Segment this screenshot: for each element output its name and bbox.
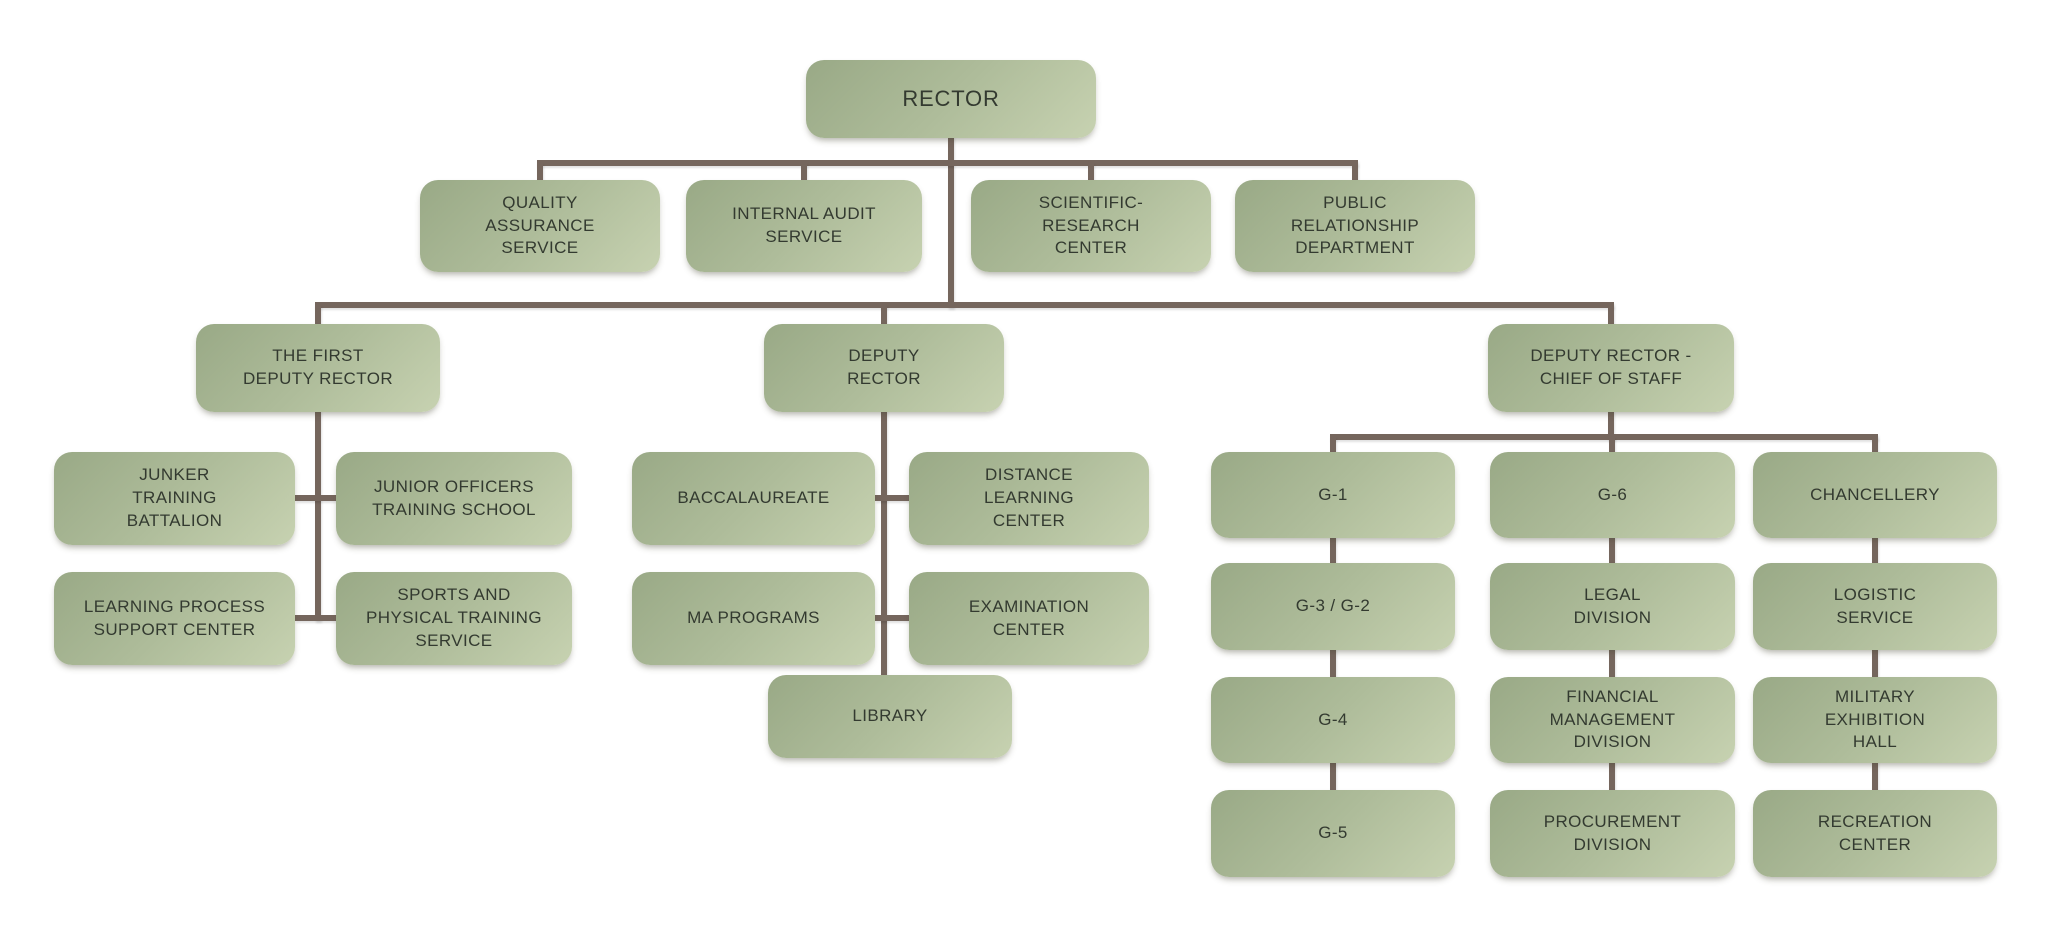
node-deputy-rector-label: DEPUTY RECTOR — [847, 346, 921, 388]
node-examination-center: EXAMINATION CENTER — [909, 572, 1149, 665]
node-internal-audit-service: INTERNAL AUDIT SERVICE — [686, 180, 922, 272]
node-deputy-rector: DEPUTY RECTOR — [764, 324, 1004, 412]
connector-drop-first-deputy — [315, 305, 321, 326]
node-public-relationship-department-label: PUBLIC RELATIONSHIP DEPARTMENT — [1290, 192, 1420, 258]
node-sports-physical-training-service-label: SPORTS AND PHYSICAL TRAINING SERVICE — [366, 585, 542, 650]
node-junior-officers-training-school-label: JUNIOR OFFICERS TRAINING SCHOOL — [372, 476, 536, 519]
node-military-exhibition-hall: MILITARY EXHIBITION HALL — [1753, 677, 1997, 763]
connector-middle-stub-1 — [875, 495, 909, 501]
node-financial-management-division: FINANCIAL MANAGEMENT DIVISION — [1490, 677, 1735, 763]
node-g6-label: G-6 — [1597, 484, 1628, 504]
node-public-relationship-department: PUBLIC RELATIONSHIP DEPARTMENT — [1235, 180, 1475, 272]
connector-drop-scientific — [1088, 163, 1094, 182]
node-ma-programs: MA PROGRAMS — [632, 572, 875, 665]
connector-drop-g6 — [1609, 437, 1615, 453]
connector-drop-internal-audit — [801, 163, 807, 182]
node-library-label: LIBRARY — [852, 706, 928, 726]
connector-g4-g5 — [1330, 761, 1336, 791]
connector-drop-chancellery — [1872, 437, 1878, 453]
connector-drop-quality — [537, 163, 543, 182]
node-logistic-service: LOGISTIC SERVICE — [1753, 563, 1997, 650]
connector-logistic-military — [1872, 648, 1878, 678]
connector-middle-stub-2 — [875, 615, 909, 621]
connector-row3-line — [315, 302, 1614, 308]
node-junior-officers-training-school: JUNIOR OFFICERS TRAINING SCHOOL — [336, 452, 572, 545]
connector-left-stub-2 — [295, 615, 336, 621]
node-learning-process-support-center-label: LEARNING PROCESS SUPPORT CENTER — [83, 596, 266, 639]
node-first-deputy-rector: THE FIRST DEPUTY RECTOR — [196, 324, 440, 412]
node-g4-label: G-4 — [1318, 709, 1348, 729]
node-g3-g2: G-3 / G-2 — [1211, 563, 1455, 650]
node-legal-division: LEGAL DIVISION — [1490, 563, 1735, 650]
node-internal-audit-service-label: INTERNAL AUDIT SERVICE — [732, 204, 876, 246]
connector-chancellery-logistic — [1872, 536, 1878, 564]
node-library: LIBRARY — [768, 675, 1012, 758]
node-quality-assurance-service-label: QUALITY ASSURANCE SERVICE — [485, 192, 595, 258]
node-learning-process-support-center: LEARNING PROCESS SUPPORT CENTER — [54, 572, 295, 665]
node-g3-g2-label: G-3 / G-2 — [1295, 596, 1371, 616]
node-deputy-rector-chief-of-staff: DEPUTY RECTOR - CHIEF OF STAFF — [1488, 324, 1734, 412]
node-distance-learning-center-label: DISTANCE LEARNING CENTER — [983, 465, 1075, 530]
node-junker-training-battalion: JUNKER TRAINING BATTALION — [54, 452, 295, 545]
connector-financial-procurement — [1609, 761, 1615, 791]
connector-drop-public — [1352, 163, 1358, 182]
node-g6: G-6 — [1490, 452, 1735, 538]
connector-right-trunk — [1608, 410, 1614, 440]
connector-military-recreation — [1872, 761, 1878, 791]
node-baccalaureate-label: BACCALAUREATE — [677, 488, 830, 508]
connector-drop-chief-of-staff — [1608, 305, 1614, 326]
connector-g3g2-g4 — [1330, 648, 1336, 678]
connector-rector-trunk — [948, 136, 954, 308]
node-procurement-division-label: PROCUREMENT DIVISION — [1543, 811, 1682, 854]
node-examination-center-label: EXAMINATION CENTER — [968, 596, 1090, 639]
node-legal-division-label: LEGAL DIVISION — [1573, 584, 1652, 627]
node-first-deputy-rector-label: THE FIRST DEPUTY RECTOR — [242, 346, 394, 388]
connector-g6-legal — [1609, 536, 1615, 564]
node-deputy-rector-chief-of-staff-label: DEPUTY RECTOR - CHIEF OF STAFF — [1530, 346, 1692, 388]
connector-legal-financial — [1609, 648, 1615, 678]
node-quality-assurance-service: QUALITY ASSURANCE SERVICE — [420, 180, 660, 272]
connector-right-line — [1330, 434, 1878, 440]
node-g1: G-1 — [1211, 452, 1455, 538]
connector-row2-line — [537, 160, 1358, 166]
connector-g1-g3g2 — [1330, 536, 1336, 564]
node-military-exhibition-hall-label: MILITARY EXHIBITION HALL — [1824, 686, 1926, 752]
node-g1-label: G-1 — [1318, 484, 1348, 504]
node-logistic-service-label: LOGISTIC SERVICE — [1833, 584, 1917, 627]
node-baccalaureate: BACCALAUREATE — [632, 452, 875, 545]
node-chancellery-label: CHANCELLERY — [1810, 484, 1940, 504]
connector-left-stub-1 — [295, 495, 336, 501]
node-sports-physical-training-service: SPORTS AND PHYSICAL TRAINING SERVICE — [336, 572, 572, 665]
node-rector: RECTOR — [806, 60, 1096, 138]
node-financial-management-division-label: FINANCIAL MANAGEMENT DIVISION — [1549, 686, 1676, 752]
connector-middle-trunk — [881, 410, 887, 677]
connector-drop-deputy — [881, 305, 887, 326]
connector-left-trunk — [315, 410, 321, 621]
node-procurement-division: PROCUREMENT DIVISION — [1490, 790, 1735, 877]
node-recreation-center-label: RECREATION CENTER — [1817, 811, 1933, 854]
node-g5-label: G-5 — [1318, 823, 1348, 843]
node-rector-label: RECTOR — [902, 86, 1000, 112]
node-g5: G-5 — [1211, 790, 1455, 877]
node-junker-training-battalion-label: JUNKER TRAINING BATTALION — [126, 465, 223, 530]
node-recreation-center: RECREATION CENTER — [1753, 790, 1997, 877]
node-scientific-research-center-label: SCIENTIFIC- RESEARCH CENTER — [1038, 192, 1144, 258]
connector-drop-g1 — [1330, 437, 1336, 453]
node-scientific-research-center: SCIENTIFIC- RESEARCH CENTER — [971, 180, 1211, 272]
node-chancellery: CHANCELLERY — [1753, 452, 1997, 538]
node-g4: G-4 — [1211, 677, 1455, 763]
node-distance-learning-center: DISTANCE LEARNING CENTER — [909, 452, 1149, 545]
node-ma-programs-label: MA PROGRAMS — [687, 608, 820, 628]
